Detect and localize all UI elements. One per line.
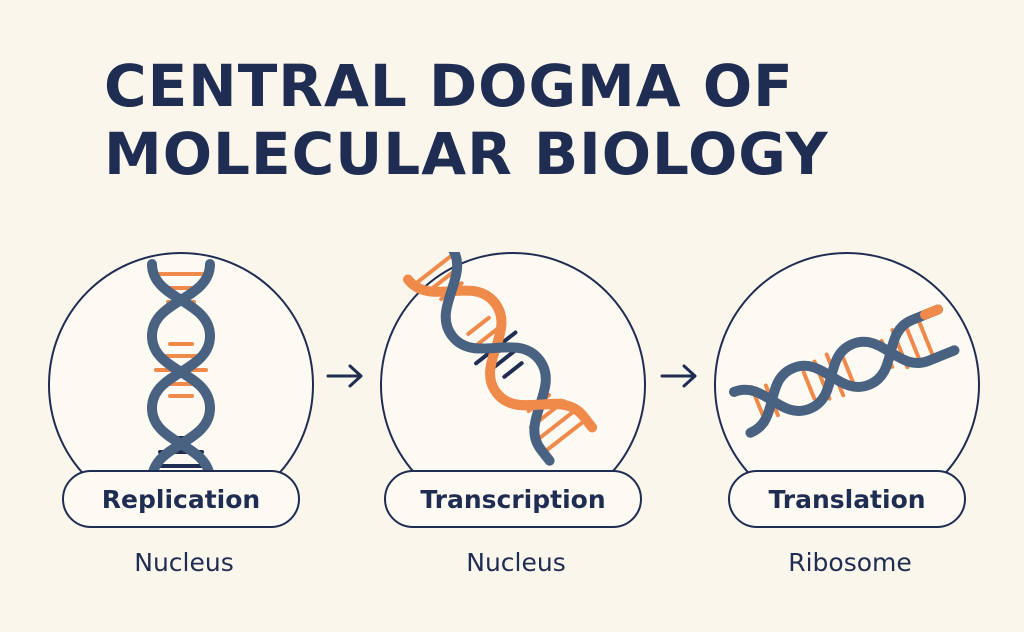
title-line-1: CENTRAL DOGMA OF [104, 52, 794, 120]
stage-transcription: Transcription Nucleus [376, 252, 656, 582]
stage-location: Ribosome [788, 548, 912, 577]
page-title: CENTRAL DOGMA OF MOLECULAR BIOLOGY [104, 52, 829, 188]
stage-label: Transcription [420, 484, 606, 514]
title-line-2: MOLECULAR BIOLOGY [104, 120, 829, 188]
stage-label: Translation [768, 484, 926, 514]
stage-translation: Translation Ribosome [710, 252, 990, 582]
stage-location: Nucleus [134, 548, 234, 577]
arrow-right-icon [326, 364, 363, 388]
arrow-right-icon [660, 364, 697, 388]
dna-diagonal-icon [402, 252, 598, 466]
stage-replication: Replication Nucleus [44, 252, 324, 582]
stage-label-pill: Translation [728, 470, 966, 528]
stage-location: Nucleus [466, 548, 566, 577]
stage-label: Replication [101, 484, 261, 514]
stage-label-pill: Transcription [384, 470, 642, 528]
dna-horizontal-icon [728, 304, 960, 438]
stage-label-pill: Replication [62, 470, 300, 528]
